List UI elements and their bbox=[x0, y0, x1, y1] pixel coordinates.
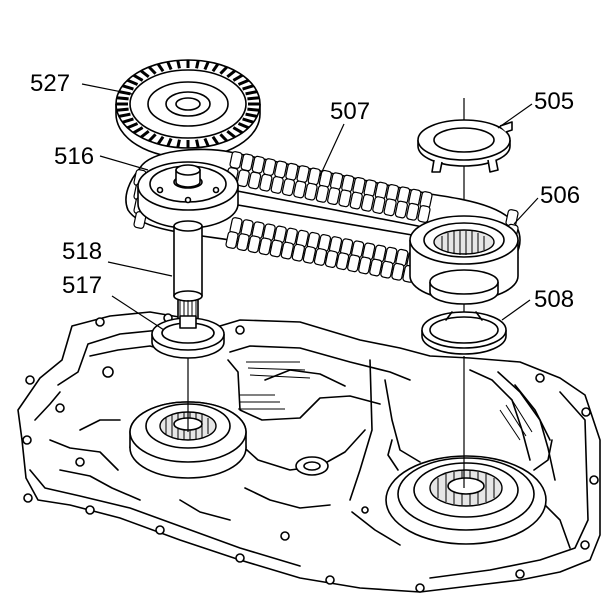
callout-508: 508 bbox=[534, 286, 574, 313]
chain-link bbox=[281, 178, 296, 197]
reluctor-tooth bbox=[116, 107, 129, 112]
chain-link bbox=[417, 205, 431, 223]
reluctor-tooth bbox=[247, 96, 260, 101]
callout-527: 527 bbox=[30, 70, 70, 97]
chain-link bbox=[372, 196, 386, 214]
reluctor-tooth bbox=[126, 122, 139, 130]
chain-link bbox=[258, 237, 272, 256]
chain-link bbox=[394, 200, 409, 219]
front-snap-ring bbox=[151, 315, 225, 359]
callout-506: 506 bbox=[540, 182, 580, 209]
callout-518: 518 bbox=[62, 238, 102, 265]
reluctor-tooth bbox=[195, 139, 200, 148]
chain-link bbox=[304, 182, 318, 201]
reluctor-tooth bbox=[242, 84, 254, 91]
reluctor-tooth bbox=[245, 90, 258, 96]
chain-link bbox=[293, 180, 307, 199]
reluctor-tooth bbox=[237, 122, 250, 130]
chain-link bbox=[247, 235, 261, 254]
reluctor-tooth bbox=[232, 126, 244, 135]
reluctor-tooth bbox=[242, 117, 254, 124]
chain-link bbox=[225, 231, 239, 249]
chain-link bbox=[327, 187, 341, 206]
chain-link bbox=[280, 241, 294, 260]
reluctor-tooth bbox=[147, 133, 157, 143]
front-output-shaft bbox=[173, 220, 203, 327]
chain-link bbox=[259, 173, 273, 192]
rear-bearing-housing bbox=[385, 439, 553, 545]
reluctor-tooth bbox=[203, 61, 210, 71]
reluctor-tooth bbox=[122, 117, 134, 124]
chain-link bbox=[291, 243, 305, 262]
chain-links bbox=[133, 151, 519, 285]
speed-sensor-reluctor-ring bbox=[115, 59, 261, 159]
reluctor-tooth bbox=[195, 60, 200, 69]
transfer-case-housing bbox=[17, 311, 601, 593]
thrust-washer bbox=[417, 119, 513, 173]
reluctor-tooth bbox=[211, 135, 220, 145]
callout-516: 516 bbox=[54, 143, 94, 170]
chain-link bbox=[391, 262, 405, 281]
reluctor-tooth bbox=[139, 130, 150, 139]
reluctor-tooth bbox=[132, 73, 144, 82]
reluctor-tooth bbox=[226, 130, 237, 139]
callout-labels: 527 516 507 505 506 518 517 508 bbox=[30, 70, 580, 313]
reluctor-tooth bbox=[219, 65, 229, 75]
reluctor-tooth bbox=[176, 60, 181, 69]
chain-link bbox=[313, 248, 328, 266]
reluctor-tooth bbox=[247, 107, 260, 112]
chain-link bbox=[315, 184, 329, 203]
callout-505: 505 bbox=[534, 88, 574, 115]
chain-link bbox=[236, 233, 250, 252]
reluctor-tooth bbox=[156, 63, 165, 73]
chain-link bbox=[360, 193, 375, 212]
reluctor-tooth bbox=[147, 65, 157, 75]
reluctor-tooth bbox=[118, 112, 131, 118]
chain-link bbox=[380, 260, 394, 279]
chain-link bbox=[406, 202, 420, 221]
chain-link bbox=[270, 176, 284, 194]
chain-link bbox=[349, 191, 363, 210]
chain-link bbox=[383, 198, 397, 217]
reluctor-teeth bbox=[116, 60, 260, 148]
reluctor-tooth bbox=[232, 73, 244, 82]
reluctor-tooth bbox=[139, 69, 150, 78]
reluctor-tooth bbox=[166, 137, 173, 147]
chain-link bbox=[236, 169, 250, 188]
reluctor-tooth bbox=[203, 137, 210, 147]
driven-sprocket bbox=[409, 215, 519, 305]
chain-link bbox=[247, 171, 262, 190]
callout-517: 517 bbox=[62, 272, 102, 299]
reluctor-tooth bbox=[132, 126, 144, 135]
rear-snap-ring bbox=[421, 311, 507, 355]
chain-link bbox=[358, 256, 372, 275]
reluctor-tooth bbox=[166, 61, 173, 71]
drive-sprocket bbox=[137, 161, 239, 229]
reluctor-tooth bbox=[122, 84, 134, 91]
chain-link bbox=[338, 189, 352, 208]
reluctor-tooth bbox=[116, 96, 129, 101]
reluctor-tooth bbox=[226, 69, 237, 78]
leader-lines bbox=[81, 83, 539, 331]
reluctor-tooth bbox=[126, 78, 139, 86]
reluctor-tooth bbox=[211, 63, 220, 73]
chain-link bbox=[269, 239, 283, 258]
reluctor-tooth bbox=[156, 135, 165, 145]
reluctor-tooth bbox=[237, 78, 250, 86]
callout-507: 507 bbox=[330, 98, 370, 125]
reluctor-tooth bbox=[176, 139, 181, 148]
chain-link bbox=[369, 258, 383, 277]
reluctor-tooth bbox=[245, 112, 258, 118]
chain-link bbox=[302, 245, 317, 264]
chain-link bbox=[347, 254, 361, 273]
chain-link bbox=[335, 252, 350, 271]
chain-link bbox=[324, 250, 339, 268]
reluctor-tooth bbox=[219, 133, 229, 143]
